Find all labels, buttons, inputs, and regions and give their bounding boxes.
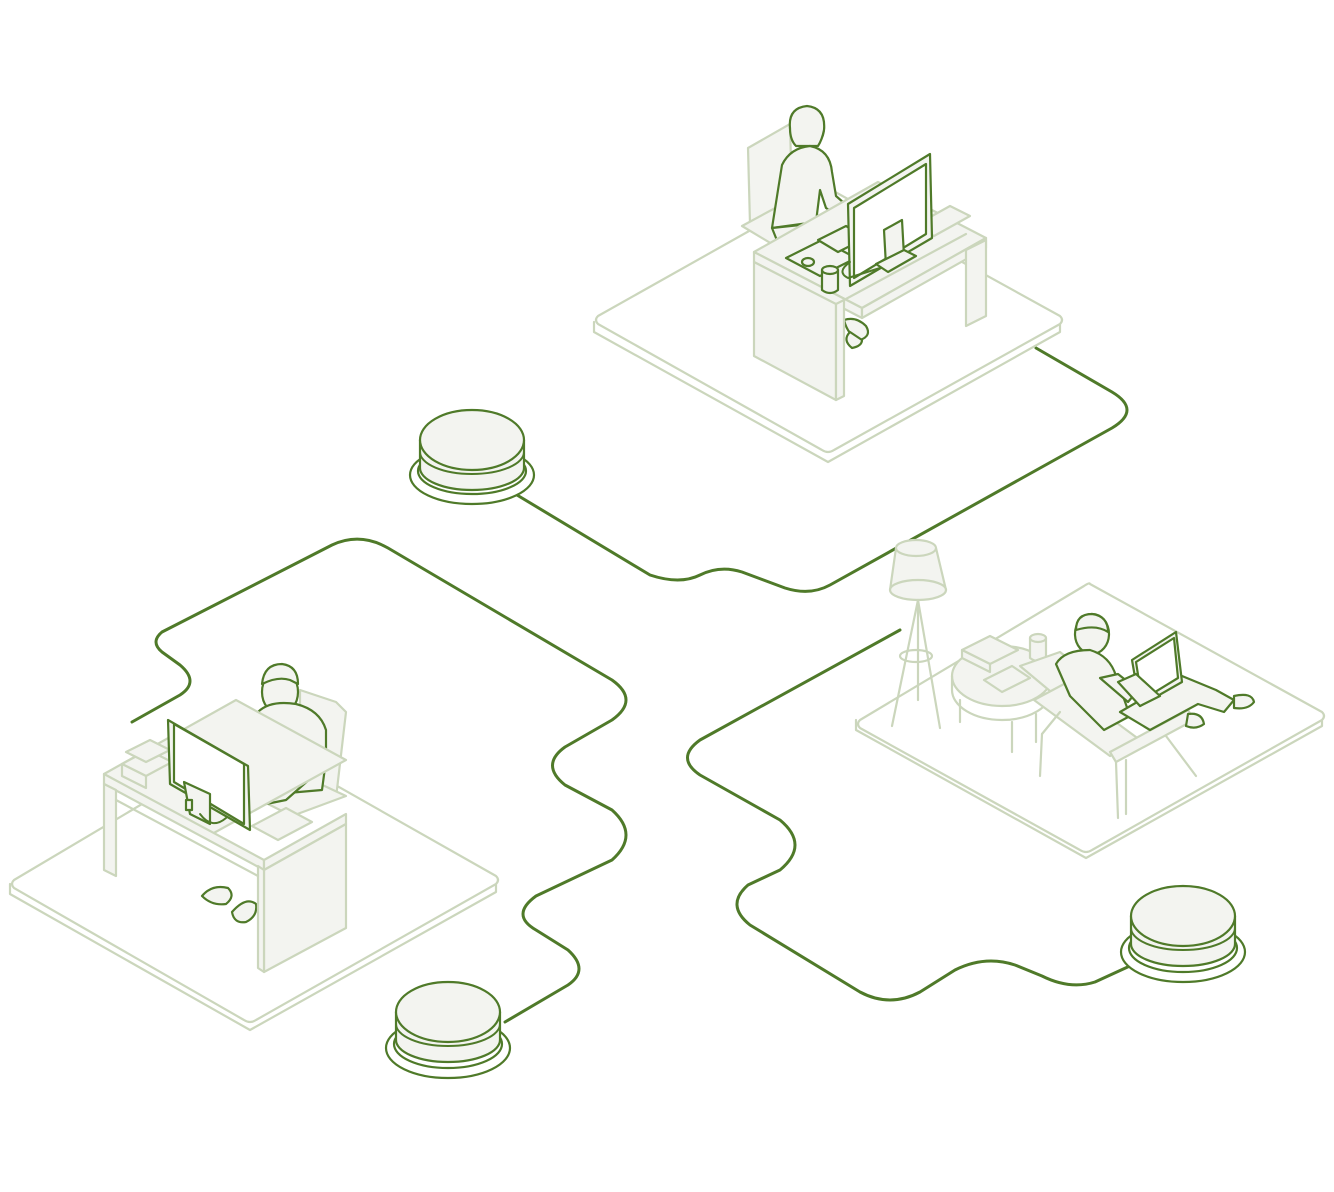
hub-upper-left <box>408 408 536 506</box>
book-stack-icon <box>960 634 1020 674</box>
monitor-icon <box>841 152 934 288</box>
workstation-left-desk <box>8 662 500 1032</box>
cable-right-loop <box>686 628 1134 1002</box>
workstation-top-desk <box>592 104 1064 464</box>
laptop-icon <box>1116 630 1184 708</box>
workstation-right-lounge <box>854 538 1326 860</box>
papers <box>982 664 1032 694</box>
floor-lamp-icon <box>888 538 948 730</box>
cable-top-to-hub <box>510 346 1129 593</box>
monitor-icon <box>166 718 252 832</box>
hub-bottom-right <box>1119 884 1247 984</box>
platform <box>8 736 500 1032</box>
network-cables <box>130 346 1134 1024</box>
coffee-cup-icon <box>820 264 840 295</box>
hub-bottom-center <box>384 980 512 1080</box>
person-man-reclining <box>1054 612 1256 732</box>
mouse <box>800 256 816 268</box>
cable-left-loop <box>130 537 628 1024</box>
papers <box>250 806 314 842</box>
